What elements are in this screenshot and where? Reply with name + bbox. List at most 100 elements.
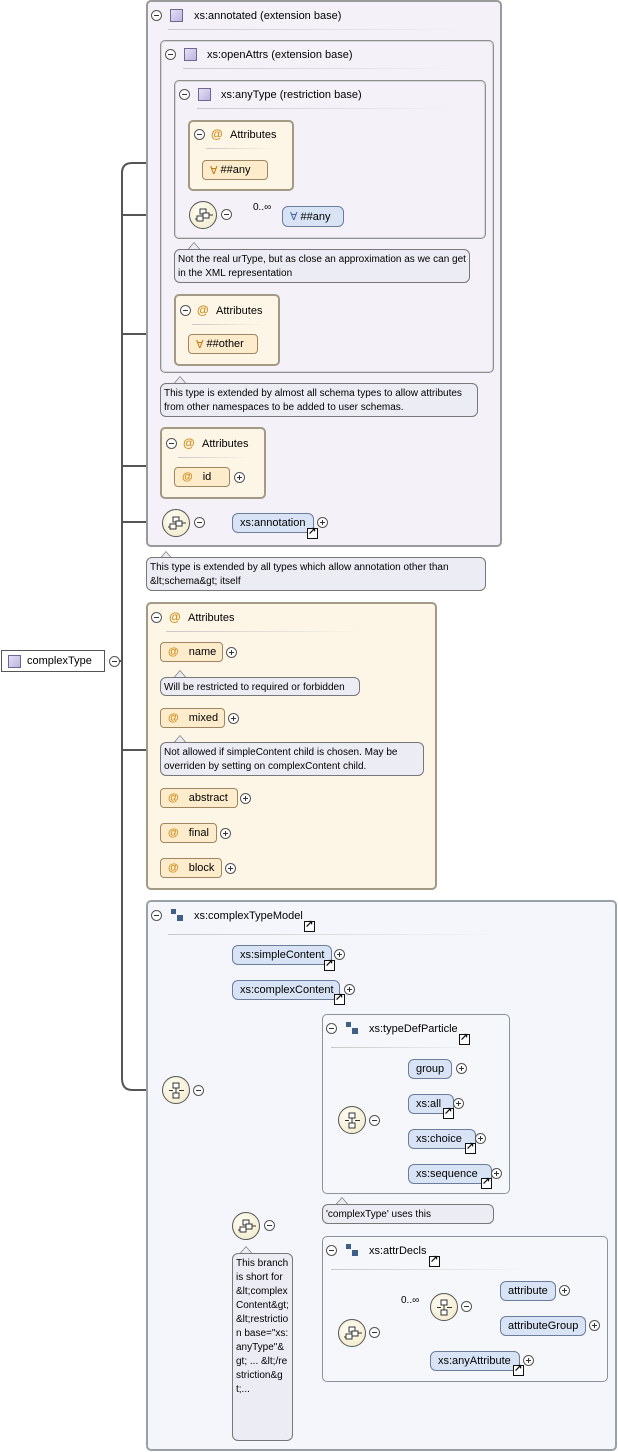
collapse-complextypemodel-button[interactable]	[151, 910, 162, 921]
abstract-attribute[interactable]: @ abstract	[160, 788, 238, 808]
collapse-typedefparticle-button[interactable]	[326, 1023, 337, 1034]
attribute-icon: @	[169, 610, 181, 624]
group-element[interactable]: group	[408, 1059, 452, 1079]
annotated-attributes-box: @ Attributes	[160, 427, 266, 499]
attribute-icon: @	[168, 646, 179, 658]
name-attribute[interactable]: @ name	[160, 642, 223, 662]
annotation-element[interactable]: xs:annotation	[232, 513, 314, 533]
sequence-compositor[interactable]	[189, 201, 217, 229]
group-icon	[346, 1022, 358, 1034]
collapse-annotated-button[interactable]	[151, 10, 162, 21]
sequence-label: xs:sequence	[416, 1168, 478, 1180]
any-attribute-label: ##any	[220, 164, 251, 176]
link-icon[interactable]	[429, 1254, 440, 1267]
link-icon[interactable]	[459, 1032, 470, 1045]
attributegroup-label: attributeGroup	[508, 1320, 579, 1332]
attributegroup-element[interactable]: attributeGroup	[500, 1316, 586, 1336]
name-note: Will be restricted to required or forbid…	[160, 677, 360, 696]
collapse-anytype-button[interactable]	[179, 89, 190, 100]
choice-label: xs:choice	[416, 1133, 462, 1145]
expand-annotation-button[interactable]	[317, 517, 328, 528]
collapse-choice-button[interactable]	[264, 1220, 275, 1231]
collapse-choice-button[interactable]	[369, 1115, 380, 1126]
all-label: xs:all	[416, 1098, 442, 1110]
any-attribute-wildcard[interactable]: ∀ ##any	[202, 160, 268, 180]
link-icon[interactable]	[304, 919, 315, 932]
collapse-attributes-button[interactable]	[180, 305, 191, 316]
block-attribute-label: block	[188, 862, 215, 874]
link-icon[interactable]	[481, 1176, 492, 1189]
anyattribute-element[interactable]: xs:anyAttribute	[430, 1351, 520, 1371]
sequence-compositor[interactable]	[162, 509, 190, 537]
expand-attribute-button[interactable]	[559, 1285, 570, 1296]
any-element-wildcard[interactable]: ∀ ##any	[282, 206, 344, 227]
collapse-sequence-button[interactable]	[194, 517, 205, 528]
expand-all-button[interactable]	[453, 1098, 464, 1109]
attributes-label: Attributes	[230, 129, 277, 141]
attributes-label: Attributes	[202, 438, 249, 450]
link-icon[interactable]	[465, 1141, 476, 1154]
expand-mixed-button[interactable]	[228, 713, 239, 724]
expand-name-button[interactable]	[226, 647, 237, 658]
simplecontent-element[interactable]: xs:simpleContent	[232, 945, 332, 965]
expand-complexcontent-button[interactable]	[344, 984, 355, 995]
complextype-icon	[184, 48, 197, 61]
complextypemodel-header: xs:complexTypeModel	[194, 910, 303, 922]
link-icon[interactable]	[513, 1363, 524, 1376]
choice-element[interactable]: xs:choice	[408, 1129, 476, 1149]
annotated-header: xs:annotated (extension base)	[194, 10, 342, 22]
link-icon[interactable]	[443, 1106, 454, 1119]
expand-anyattribute-button[interactable]	[523, 1355, 534, 1366]
block-attribute[interactable]: @ block	[160, 858, 222, 878]
collapse-sequence-button[interactable]	[221, 209, 232, 220]
anytype-header: xs:anyType (restriction base)	[221, 89, 362, 101]
mixed-attribute-label: mixed	[188, 712, 219, 724]
anytype-attributes-box: @ Attributes	[188, 120, 294, 191]
attribute-icon: @	[168, 712, 179, 724]
sequence-compositor[interactable]	[338, 1319, 366, 1347]
root-complextype[interactable]: complexType	[1, 650, 105, 672]
collapse-choice-button[interactable]	[461, 1301, 472, 1312]
openattrs-header: xs:openAttrs (extension base)	[207, 49, 353, 61]
expand-id-button[interactable]	[234, 472, 245, 483]
mixed-attribute[interactable]: @ mixed	[160, 708, 225, 728]
anyattribute-label: xs:anyAttribute	[438, 1355, 511, 1367]
attributes-label: Attributes	[216, 305, 263, 317]
expand-group-button[interactable]	[456, 1063, 467, 1074]
collapse-sequence-button[interactable]	[193, 1085, 204, 1096]
group-icon	[346, 1244, 358, 1256]
collapse-attributes-button[interactable]	[151, 612, 162, 623]
any-element-label: ##any	[300, 210, 331, 223]
expand-attributegroup-button[interactable]	[589, 1320, 600, 1331]
openattrs-attributes-box: @ Attributes	[174, 294, 280, 366]
anytype-note: Not the real urType, but as close an app…	[174, 249, 470, 283]
sequence-element[interactable]: xs:sequence	[408, 1164, 492, 1184]
expand-final-button[interactable]	[220, 828, 231, 839]
expand-abstract-button[interactable]	[240, 793, 251, 804]
id-attribute[interactable]: @ id	[174, 467, 230, 487]
openattrs-note: This type is extended by almost all sche…	[160, 383, 478, 417]
collapse-attrdecls-button[interactable]	[326, 1245, 337, 1256]
choice-compositor[interactable]	[430, 1293, 458, 1321]
final-attribute[interactable]: @ final	[160, 823, 217, 843]
expand-sequence-button[interactable]	[491, 1168, 502, 1179]
choice-compositor[interactable]	[338, 1106, 366, 1134]
collapse-root-button[interactable]	[109, 656, 120, 667]
complexcontent-element[interactable]: xs:complexContent	[232, 980, 340, 1000]
sequence-compositor[interactable]	[162, 1076, 190, 1104]
attribute-element[interactable]: attribute	[500, 1281, 556, 1301]
wildcard-icon: ∀	[210, 164, 218, 177]
choice-compositor[interactable]	[232, 1212, 260, 1240]
link-icon[interactable]	[307, 526, 318, 539]
expand-block-button[interactable]	[225, 863, 236, 874]
collapse-sequence-button[interactable]	[369, 1327, 380, 1338]
collapse-openattrs-button[interactable]	[165, 49, 176, 60]
collapse-attributes-button[interactable]	[166, 438, 177, 449]
expand-simplecontent-button[interactable]	[334, 949, 345, 960]
expand-choice-button[interactable]	[475, 1133, 486, 1144]
other-attribute-wildcard[interactable]: ∀ ##other	[188, 334, 258, 354]
link-icon[interactable]	[334, 992, 345, 1005]
link-icon[interactable]	[324, 958, 335, 971]
collapse-attributes-button[interactable]	[194, 129, 205, 140]
mixed-note: Not allowed if simpleContent child is ch…	[160, 742, 424, 776]
